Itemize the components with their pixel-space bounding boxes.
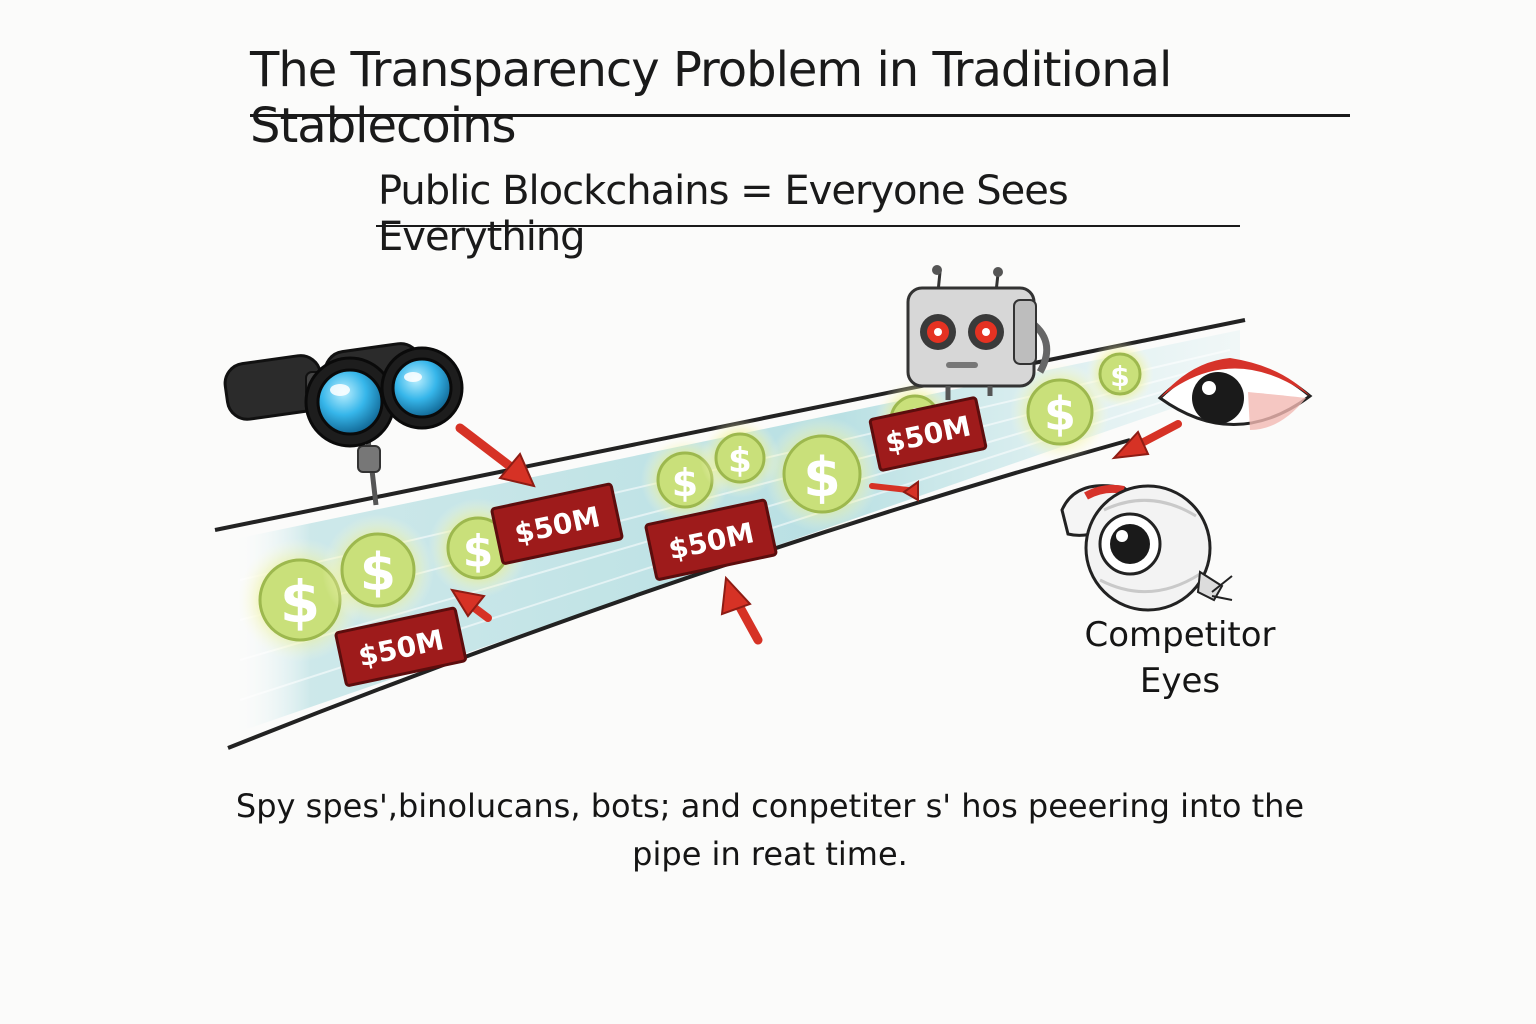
eye-icon [1157, 358, 1313, 430]
arrow-icon [720, 575, 763, 645]
eyeball-icon [1060, 484, 1233, 612]
svg-text:$: $ [728, 441, 752, 481]
arrow-icon [449, 588, 492, 622]
svg-text:$: $ [1044, 387, 1076, 441]
pipe-bottom-edge [227, 438, 1131, 750]
subtitle-underline [376, 225, 1240, 227]
amount-tag: $50M [490, 482, 624, 565]
svg-text:$: $ [1110, 360, 1129, 393]
title-underline [250, 114, 1350, 117]
arrow-icon [1111, 420, 1182, 460]
arrow-icon [869, 480, 919, 502]
amount-tag: $50M [334, 606, 467, 687]
binoculars-icon [223, 342, 464, 506]
svg-text:$: $ [672, 461, 698, 505]
caption-line2: pipe in reat time. [632, 835, 908, 873]
competitor-label-line2: Eyes [1139, 661, 1221, 701]
coin-icon: $ [764, 416, 880, 532]
amount-tag: $50M [868, 396, 988, 472]
coin-icon: $ [700, 418, 780, 498]
coin-icon: $ [1010, 362, 1110, 462]
coin-icon: $ [322, 514, 434, 626]
arrow-icon [455, 423, 536, 488]
page-subtitle: Public Blockchains = Everyone Sees Every… [378, 168, 1069, 260]
caption-line1: Spy spes',binolucans, bots; and conpetit… [235, 787, 1305, 825]
robot-icon [906, 265, 1051, 400]
amount-tag: $50M [644, 498, 778, 581]
pointer-arrows [449, 420, 1182, 645]
competitor-eyes-label: Competitor Eyes [1080, 612, 1280, 704]
competitor-label-line1: Competitor [1084, 615, 1276, 655]
coin-stream: $ $ $ $ $ $ $ [238, 340, 1154, 662]
page-title: The Transparency Problem in Traditional … [250, 42, 1172, 154]
svg-text:$: $ [360, 543, 396, 603]
caption: Spy spes',binolucans, bots; and conpetit… [230, 782, 1310, 878]
svg-text:$: $ [280, 568, 320, 636]
svg-text:$: $ [803, 446, 841, 509]
svg-text:$: $ [463, 526, 494, 577]
coin-icon: $ [1086, 340, 1154, 408]
